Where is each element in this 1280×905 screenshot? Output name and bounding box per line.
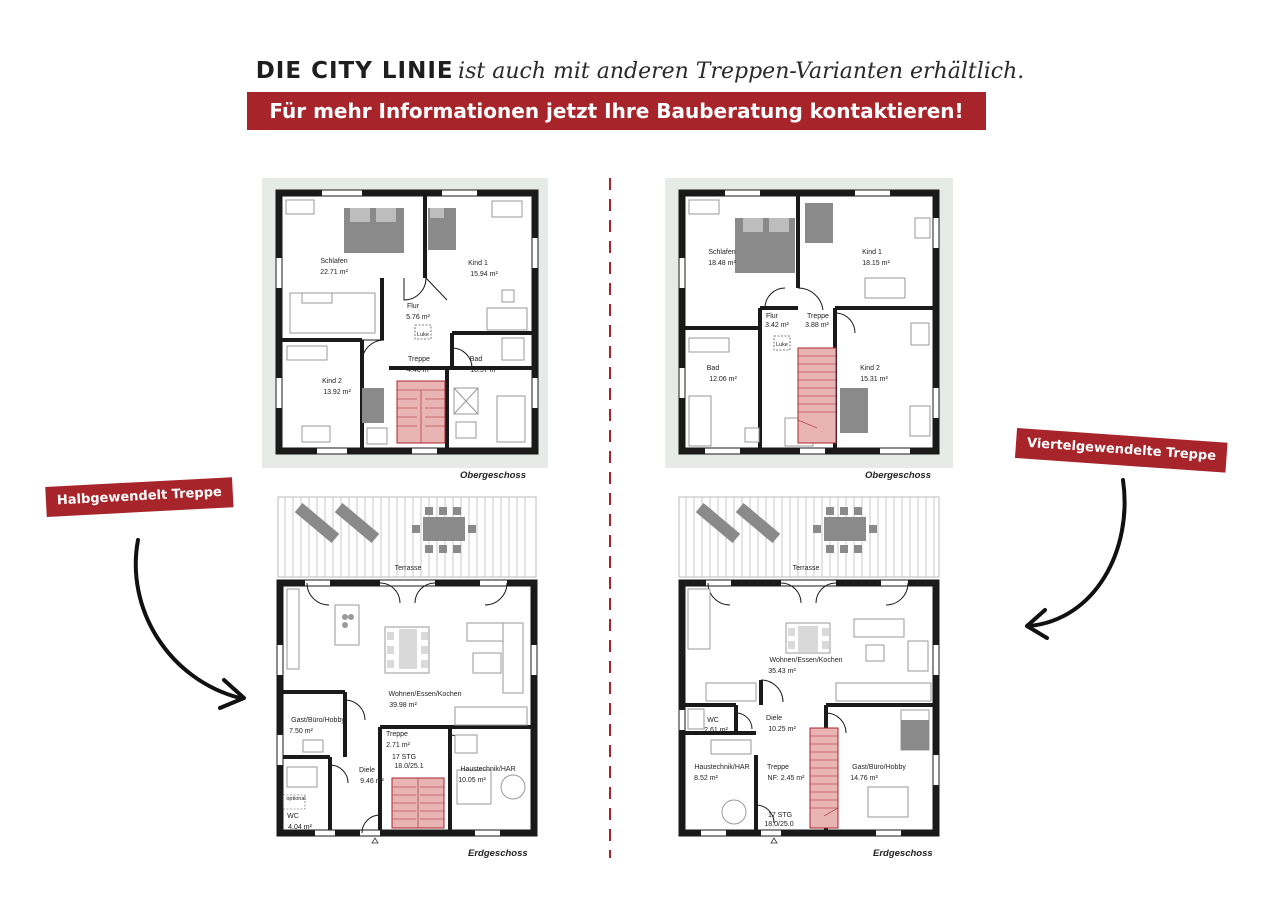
room-kind1-area: 18.15 m² xyxy=(862,260,890,267)
room-kind2: Kind 2 xyxy=(322,378,342,385)
room-diele-area: 10.25 m² xyxy=(768,726,796,733)
floorplan-left-upper: Schlafen 22.71 m² Kind 1 15.94 m² Flur 5… xyxy=(262,178,548,468)
room-treppe-area: 3.88 m² xyxy=(805,322,829,329)
room-terrasse: Terrasse xyxy=(793,565,820,572)
room-diele: Diele xyxy=(766,715,782,722)
room-bad-area: 10.57 m² xyxy=(470,367,498,374)
floor-label-left-upper: Obergeschoss xyxy=(460,470,526,481)
room-diele-area: 9.46 m² xyxy=(360,778,384,785)
floor-label-right-upper: Obergeschoss xyxy=(865,470,931,481)
room-treppe-area: NF: 2.45 m² xyxy=(768,775,806,782)
room-flur: Flur xyxy=(766,313,779,320)
room-schlafen-area: 18.48 m² xyxy=(708,260,736,267)
callout-quarter-turn-stair: Viertelgewendelte Treppe xyxy=(1014,428,1228,473)
room-flur-area: 5.76 m² xyxy=(406,314,430,321)
arrow-left-icon xyxy=(133,538,246,710)
room-gast: Gast/Büro/Hobby xyxy=(291,717,345,724)
room-haustechnik-area: 8.52 m² xyxy=(694,775,718,782)
room-flur: Flur xyxy=(407,303,420,310)
callout-half-turn-stair: Halbgewendelt Treppe xyxy=(45,477,234,517)
stair-dimensions: 18.0/25.0 xyxy=(764,821,793,828)
room-haustechnik-area: 10.05 m² xyxy=(458,777,486,784)
room-schlafen-area: 22.71 m² xyxy=(320,269,348,276)
stair-dimensions: 18.0/25.1 xyxy=(394,763,423,770)
room-wc: WC xyxy=(287,813,299,820)
floorplan-right-ground: Terrasse Wohnen/Essen/Kochen 35.43 m² WC… xyxy=(678,496,940,844)
luke-label: Luke xyxy=(776,342,788,348)
room-wohnen: Wohnen/Essen/Kochen xyxy=(388,691,461,698)
room-haustechnik: Haustechnik/HAR xyxy=(460,766,515,773)
room-bad: Bad xyxy=(707,365,720,372)
contact-banner[interactable]: Für mehr Informationen jetzt Ihre Bauber… xyxy=(247,92,986,130)
brand-name: DIE CITY LINIE xyxy=(255,58,454,84)
room-bad: Bad xyxy=(470,356,483,363)
room-schlafen: Schlafen xyxy=(708,249,735,256)
stair-steps: 17 STG xyxy=(392,754,416,761)
room-diele: Diele xyxy=(359,767,375,774)
tagline: ist auch mit anderen Treppen-Varianten e… xyxy=(458,59,1025,84)
room-bad-area: 12.06 m² xyxy=(709,376,737,383)
floorplan-left-ground: Terrasse Wohnen/Essen/Kochen 39.98 m² Ga… xyxy=(276,496,538,844)
room-wohnen: Wohnen/Essen/Kochen xyxy=(769,657,842,664)
divider-line xyxy=(609,178,611,858)
headline: DIE CITY LINIE ist auch mit anderen Trep… xyxy=(0,58,1280,84)
floor-label-right-ground: Erdgeschoss xyxy=(873,848,933,859)
floor-label-left-ground: Erdgeschoss xyxy=(468,848,528,859)
room-treppe: Treppe xyxy=(386,731,408,738)
room-treppe-area: 2.71 m² xyxy=(386,742,410,749)
room-treppe: Treppe xyxy=(807,313,829,320)
room-haustechnik: Haustechnik/HAR xyxy=(694,764,749,771)
room-kind2: Kind 2 xyxy=(860,365,880,372)
room-wc: WC xyxy=(707,717,719,724)
room-treppe: Treppe xyxy=(408,356,430,363)
optional-label: optional xyxy=(286,796,305,802)
room-treppe-area: 4.40 m² xyxy=(407,367,431,374)
room-gast-area: 14.76 m² xyxy=(850,775,878,782)
room-kind1: Kind 1 xyxy=(862,249,882,256)
room-gast-area: 7.50 m² xyxy=(289,728,313,735)
room-kind2-area: 15.31 m² xyxy=(860,376,888,383)
room-kind2-area: 13.92 m² xyxy=(323,389,351,396)
room-terrasse: Terrasse xyxy=(395,565,422,572)
floorplan-right-upper: Schlafen 18.48 m² Kind 1 18.15 m² Flur 3… xyxy=(665,178,953,468)
room-wohnen-area: 35.43 m² xyxy=(768,668,796,675)
room-treppe: Treppe xyxy=(767,764,789,771)
room-kind1-area: 15.94 m² xyxy=(470,271,498,278)
arrow-right-icon xyxy=(1025,478,1127,640)
stair-steps: 17 STG xyxy=(768,812,792,819)
room-wc-area: 2.61 m² xyxy=(704,727,728,734)
room-wc-area: 4.04 m² xyxy=(288,824,312,831)
luke-label: Luke xyxy=(417,332,429,338)
room-gast: Gast/Büro/Hobby xyxy=(852,764,906,771)
room-wohnen-area: 39.98 m² xyxy=(389,702,417,709)
room-kind1: Kind 1 xyxy=(468,260,488,267)
room-schlafen: Schlafen xyxy=(320,258,347,265)
room-flur-area: 3.42 m² xyxy=(765,322,789,329)
